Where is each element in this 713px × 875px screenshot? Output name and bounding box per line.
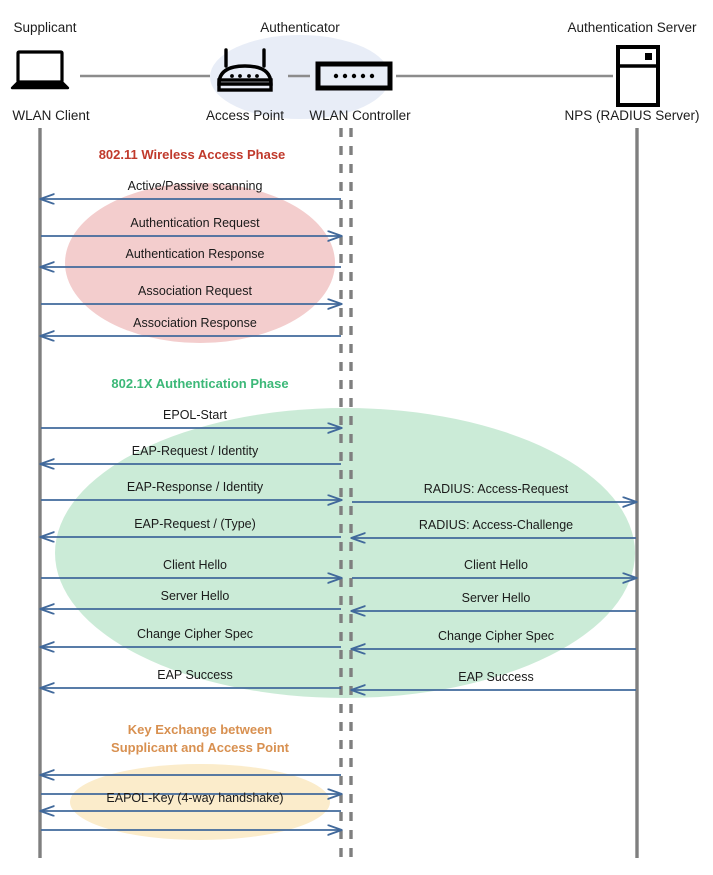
msg-change-cipher-spec-right-label: Change Cipher Spec: [437, 629, 555, 643]
phase-label-key-exchange-line2: Supplicant and Access Point: [111, 740, 289, 755]
node-caption-wlan-controller: WLAN Controller: [309, 108, 411, 123]
msg-eap-request-type-label: EAP-Request / (Type): [134, 517, 256, 531]
phase-label-802-11: 802.11 Wireless Access Phase: [98, 147, 286, 162]
server-icon: [616, 45, 660, 107]
msg-client-hello-right-label: Client Hello: [464, 558, 528, 572]
node-caption-access-point: Access Point: [205, 108, 285, 123]
phase-802-1x-ellipse: [55, 408, 635, 698]
msg-authentication-response-label: Authentication Response: [125, 247, 265, 261]
phase-802-11-ellipse: [65, 183, 335, 343]
msg-eap-success-right-label: EAP Success: [458, 670, 534, 684]
msg-eap-request-identity-label: EAP-Request / Identity: [131, 444, 259, 458]
msg-radius-access-request-label: RADIUS: Access-Request: [423, 482, 569, 496]
msg-epol-start-label: EPOL-Start: [163, 408, 227, 422]
phase-key-exchange-ellipse: [70, 764, 330, 840]
msg-change-cipher-spec-left-label: Change Cipher Spec: [136, 627, 254, 641]
msg-eap-response-identity-label: EAP-Response / Identity: [126, 480, 264, 494]
msg-association-request-label: Association Request: [138, 284, 252, 298]
msg-authentication-request-label: Authentication Request: [130, 216, 260, 230]
msg-client-hello-left-label: Client Hello: [163, 558, 227, 572]
msg-association-response-label: Association Response: [133, 316, 257, 330]
node-title-authenticator: Authenticator: [260, 20, 340, 35]
phase-label-802-1x: 802.1X Authentication Phase: [111, 376, 289, 391]
msg-eap-success-left-label: EAP Success: [157, 668, 233, 682]
node-caption-wlan-client: WLAN Client: [12, 108, 90, 123]
node-title-supplicant: Supplicant: [13, 20, 77, 35]
msg-server-hello-left-label: Server Hello: [160, 589, 230, 603]
msg-radius-access-challenge-label: RADIUS: Access-Challenge: [418, 518, 574, 532]
node-caption-nps-radius-server: NPS (RADIUS Server): [564, 108, 700, 123]
msg-key-3-label: EAPOL-Key (4-way handshake): [106, 791, 284, 805]
msg-active-passive-scanning-label: Active/Passive scanning: [127, 179, 263, 193]
phase-label-key-exchange-line1: Key Exchange between: [127, 722, 273, 737]
laptop-icon: [10, 50, 70, 90]
node-title-authentication-server: Authentication Server: [567, 20, 697, 35]
msg-server-hello-right-label: Server Hello: [461, 591, 531, 605]
wlan-controller-icon: [315, 61, 393, 91]
wireless-access-point-icon: [217, 48, 273, 92]
